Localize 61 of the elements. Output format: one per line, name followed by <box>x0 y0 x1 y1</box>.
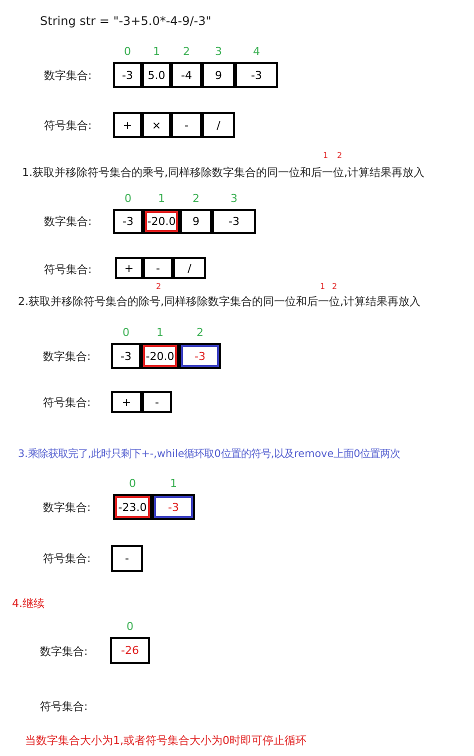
code-line: String str = "-3+5.0*-4-9/-3" <box>40 14 212 28</box>
index-number: 2 <box>196 326 204 339</box>
row-label: 数字集合: <box>44 68 92 83</box>
array-cell: -3 <box>212 209 256 234</box>
array-cell: + <box>115 257 143 279</box>
array-cell: + <box>111 391 142 413</box>
array-cell: + <box>113 112 142 138</box>
step-text: 2.获取并移除符号集合的除号,同样移除数字集合的同一位和后一位,计算结果再放入 <box>18 294 420 309</box>
row-label: 符号集合: <box>40 699 88 714</box>
index-number: 1 <box>157 192 166 205</box>
array-cell: -20.0 <box>143 209 180 234</box>
array-cell: -23.0 <box>113 494 152 520</box>
index-number: 3 <box>230 192 238 205</box>
array-cell: -3 <box>111 343 141 369</box>
array-cell: -4 <box>171 62 202 88</box>
array-cell: -3 <box>235 62 278 88</box>
array-cell: - <box>143 257 173 279</box>
row-label: 数字集合: <box>44 214 92 229</box>
row-label: 符号集合: <box>44 118 92 133</box>
step-text: 当数字集合大小为1,或者符号集合大小为0时即可停止循环 <box>25 733 306 748</box>
annotation-number: 2 <box>337 151 342 160</box>
array-cell: - <box>142 391 172 413</box>
array-cell: -3 <box>113 62 142 88</box>
array-cell: 5.0 <box>142 62 171 88</box>
index-number: 0 <box>126 620 134 633</box>
array-cell: / <box>202 112 235 138</box>
row-label: 数字集合: <box>43 500 91 515</box>
row-label: 数字集合: <box>40 644 88 659</box>
index-number: 1 <box>152 45 161 58</box>
array-cell: 9 <box>180 209 212 234</box>
array-cell: -26 <box>110 637 150 664</box>
row-label: 符号集合: <box>43 395 91 410</box>
array-cell: - <box>171 112 202 138</box>
array-cell: -3 <box>152 494 195 520</box>
index-number: 0 <box>128 477 137 490</box>
row-label: 符号集合: <box>43 551 91 566</box>
annotation-number: 2 <box>156 282 162 291</box>
step-text: 3.乘除获取完了,此时只剩下+-,while循环取0位置的符号,以及remove上面0位置两次 <box>18 447 400 461</box>
index-number: 0 <box>122 326 130 339</box>
annotation-number: 1 <box>320 282 326 291</box>
index-number: 0 <box>124 192 132 205</box>
array-cell: -20.0 <box>141 343 179 369</box>
index-number: 2 <box>182 45 191 58</box>
array-cell: -3 <box>179 343 221 369</box>
array-cell: / <box>173 257 206 279</box>
array-cell: 9 <box>202 62 235 88</box>
index-number: 3 <box>214 45 223 58</box>
index-number: 2 <box>192 192 200 205</box>
step-text: 1.获取并移除符号集合的乘号,同样移除数字集合的同一位和后一位,计算结果再放入 <box>22 165 424 180</box>
index-number: 1 <box>156 326 164 339</box>
annotation-number: 1 <box>323 151 328 160</box>
step-text: 4.继续 <box>12 596 44 611</box>
row-label: 数字集合: <box>43 349 91 364</box>
array-cell: × <box>142 112 171 138</box>
row-label: 符号集合: <box>44 262 92 277</box>
array-cell: -3 <box>113 209 143 234</box>
array-cell: - <box>111 545 143 572</box>
index-number: 1 <box>169 477 178 490</box>
annotation-number: 2 <box>332 282 338 291</box>
index-number: 4 <box>252 45 261 58</box>
index-number: 0 <box>123 45 132 58</box>
